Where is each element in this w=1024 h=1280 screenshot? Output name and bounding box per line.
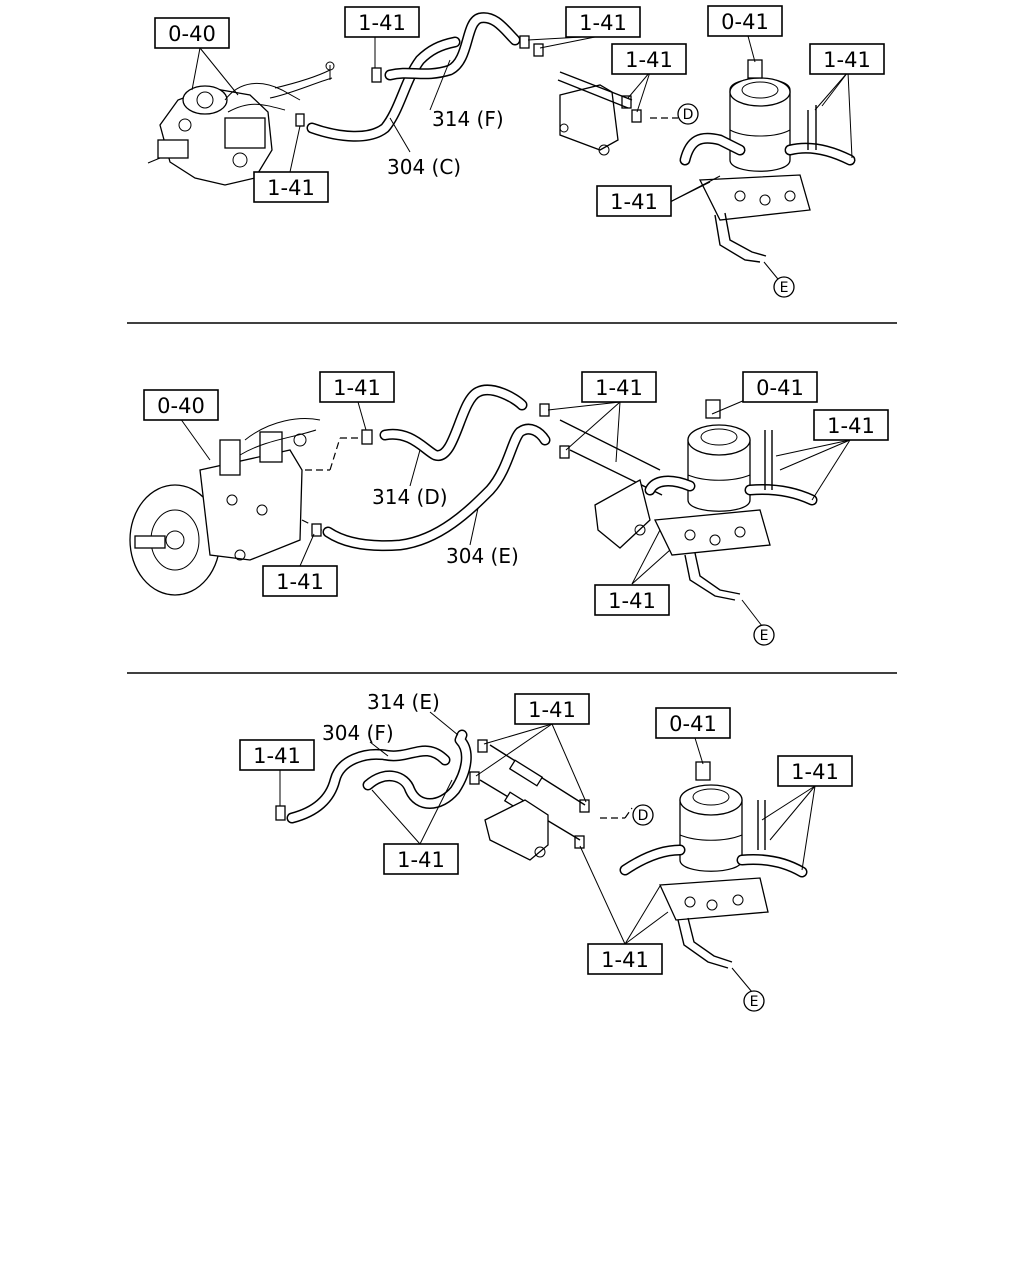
label-filter-ref: 0-41	[742, 371, 818, 403]
label-clip-mid-bottom: 1-41	[383, 843, 459, 875]
hose-304f	[286, 745, 451, 824]
label-clip-left-bottom: 1-41	[262, 565, 338, 597]
pipe-bracket	[479, 744, 586, 861]
label-clip-top-a: 1-41	[319, 371, 395, 403]
svg-text:0-40: 0-40	[168, 22, 216, 46]
label-clip-right: 1-41	[809, 43, 885, 75]
svg-text:1-41: 1-41	[397, 848, 445, 872]
svg-text:0-40: 0-40	[157, 394, 205, 418]
panel-3: 1-41 1-41 0-41 1-41 1-41 1-41 314 (E) 30…	[239, 690, 853, 1012]
label-hose-return: 314 (E)	[367, 690, 440, 714]
hose-314f	[384, 12, 521, 81]
label-filter-ref: 0-41	[655, 707, 731, 739]
connector-e-marker: E	[743, 990, 765, 1012]
hose-304c	[306, 36, 461, 142]
svg-text:1-41: 1-41	[358, 11, 406, 35]
svg-text:1-41: 1-41	[823, 48, 871, 72]
svg-text:0-41: 0-41	[756, 376, 804, 400]
label-pump-ref: 0-40	[154, 17, 230, 49]
svg-text:D: D	[683, 107, 694, 123]
hose-304e	[322, 423, 551, 552]
leader-lines	[179, 399, 851, 627]
svg-text:E: E	[760, 628, 769, 644]
svg-text:1-41: 1-41	[625, 48, 673, 72]
leader-lines	[191, 35, 853, 285]
svg-text:1-41: 1-41	[608, 589, 656, 613]
label-clip-right: 1-41	[813, 409, 889, 441]
label-clip-left-bottom: 1-41	[253, 171, 329, 203]
svg-text:1-41: 1-41	[595, 376, 643, 400]
svg-text:1-41: 1-41	[253, 744, 301, 768]
label-hose-feed: 304 (C)	[387, 155, 461, 179]
connector-d-marker: D	[632, 804, 654, 826]
label-filter-ref: 0-41	[707, 5, 783, 37]
panel-1: 0-40 1-41 1-41 0-41 1-41 1-41 1-41 1-41	[147, 5, 885, 298]
svg-text:E: E	[750, 994, 759, 1010]
fuel-filter-illustration	[619, 761, 808, 969]
label-clip-top-a: 1-41	[344, 6, 420, 38]
svg-text:1-41: 1-41	[601, 948, 649, 972]
connector-e-marker: E	[773, 276, 795, 298]
svg-text:D: D	[638, 808, 649, 824]
label-clip-top-b: 1-41	[581, 371, 657, 403]
svg-text:1-41: 1-41	[276, 570, 324, 594]
small-fittings	[311, 403, 570, 537]
svg-text:0-41: 0-41	[721, 10, 769, 34]
label-hose-return: 314 (F)	[432, 107, 504, 131]
pipe-bracket	[557, 71, 633, 156]
label-clip-top-c: 1-41	[611, 43, 687, 75]
label-clip-right: 1-41	[777, 755, 853, 787]
svg-text:1-41: 1-41	[791, 760, 839, 784]
svg-text:1-41: 1-41	[827, 414, 875, 438]
injection-pump-illustration	[147, 69, 333, 186]
label-pump-ref: 0-40	[143, 389, 219, 421]
label-hose-feed: 304 (F)	[322, 721, 394, 745]
fuel-filter-illustration	[644, 399, 818, 601]
svg-text:1-41: 1-41	[267, 176, 315, 200]
fuel-filter-illustration	[679, 59, 856, 263]
panel-2: 0-40 1-41 1-41 0-41 1-41 1-41 1-41 314 (…	[129, 371, 889, 646]
hose-314d	[379, 384, 528, 461]
leader-lines	[279, 711, 816, 993]
svg-text:1-41: 1-41	[333, 376, 381, 400]
label-hose-feed: 304 (E)	[446, 544, 519, 568]
small-fittings	[275, 739, 590, 849]
svg-text:0-41: 0-41	[669, 712, 717, 736]
label-clip-bottom: 1-41	[587, 943, 663, 975]
connector-d-marker: D	[677, 103, 699, 125]
label-clip-top: 1-41	[514, 693, 590, 725]
svg-text:1-41: 1-41	[610, 190, 658, 214]
label-clip-bottom: 1-41	[594, 584, 670, 616]
small-fittings	[295, 35, 642, 127]
svg-text:1-41: 1-41	[579, 11, 627, 35]
label-clip-bottom: 1-41	[596, 185, 672, 217]
label-clip-left: 1-41	[239, 739, 315, 771]
pipe-bracket	[559, 419, 663, 549]
label-hose-return: 314 (D)	[372, 485, 448, 509]
connector-e-marker: E	[753, 624, 775, 646]
hose-314e	[362, 729, 472, 809]
label-clip-top-b: 1-41	[565, 6, 641, 38]
injection-pump-illustration	[129, 418, 321, 596]
svg-text:E: E	[780, 280, 789, 296]
svg-text:1-41: 1-41	[528, 698, 576, 722]
